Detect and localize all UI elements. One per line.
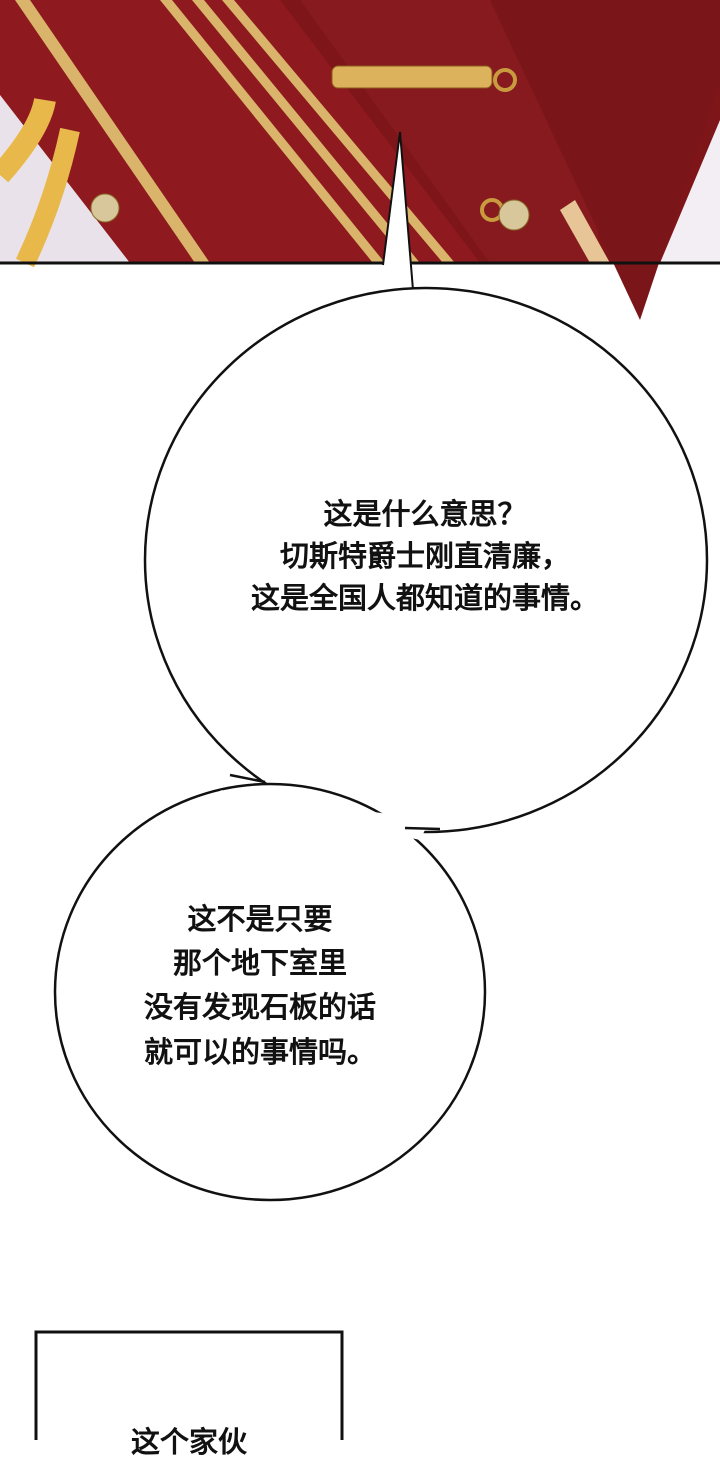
bubble-2-line: 没有发现石板的话 (143, 990, 376, 1024)
bubble-2-line: 那个地下室里 (172, 946, 347, 980)
bubble-1-line: 切斯特爵士刚直清廉， (279, 539, 570, 573)
bubble-2-line: 这不是只要 (187, 902, 333, 936)
caption-line: 这个家伙 (130, 1425, 247, 1459)
bubble-1-line: 这是全国人都知道的事情。 (250, 581, 599, 615)
caption-box-frame (34, 1330, 344, 1440)
bubble-1-line: 这是什么意思？ (323, 497, 527, 531)
top-panel-illustration (0, 0, 720, 320)
speech-bubbles (53, 131, 709, 1202)
bubble-2-line: 就可以的事情吗。 (143, 1035, 376, 1069)
